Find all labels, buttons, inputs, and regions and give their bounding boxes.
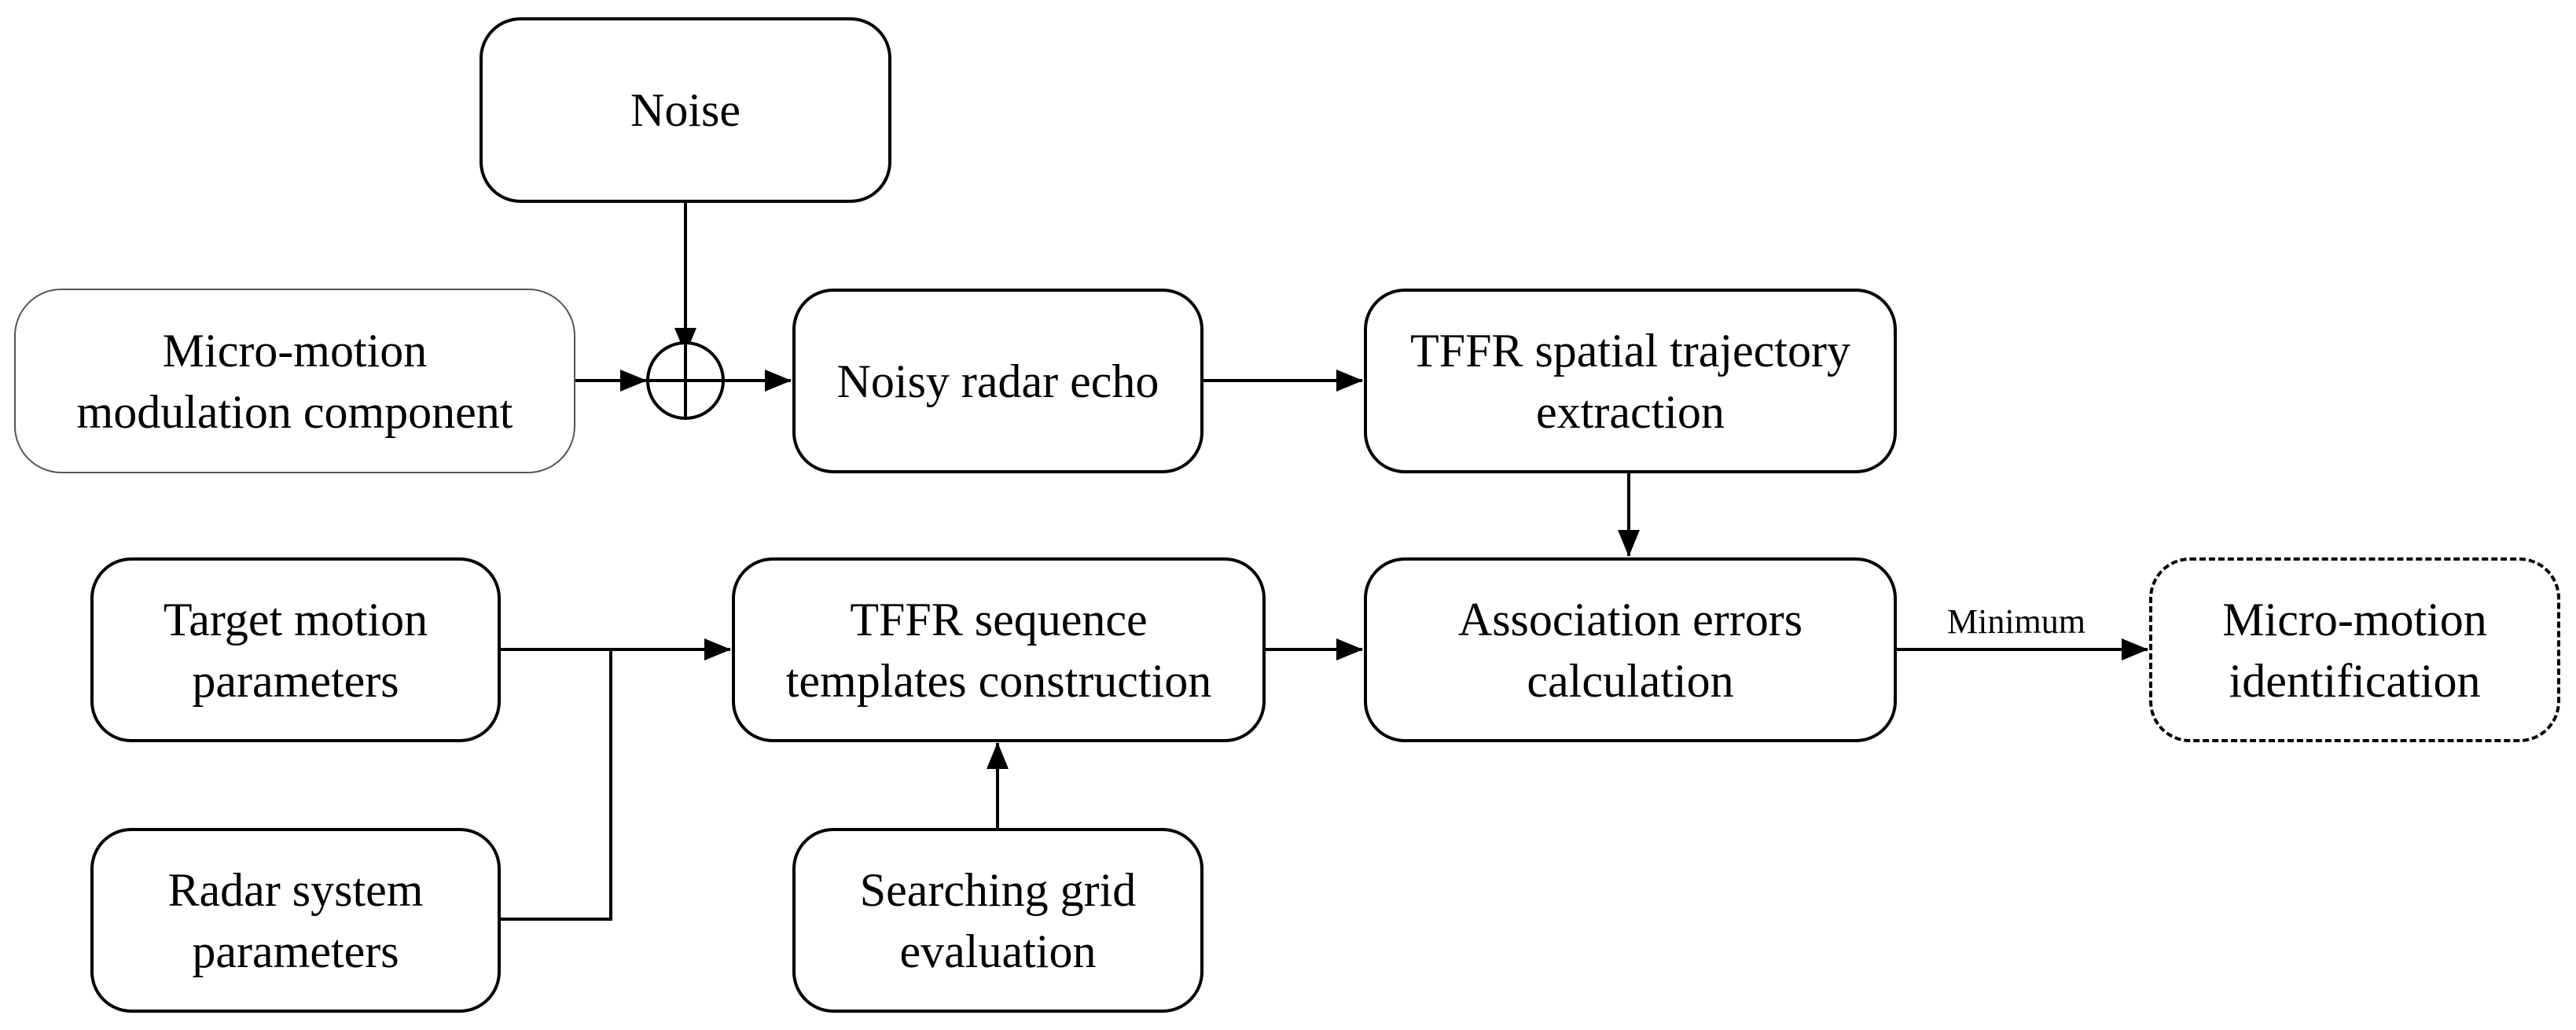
node-searching-grid-evaluation-line-1: Searching grid xyxy=(859,863,1137,916)
node-micro-motion-modulation: Micro-motion modulation component xyxy=(14,289,575,473)
node-association-errors-line-2: calculation xyxy=(1527,654,1734,707)
node-micro-motion-modulation-line-2: modulation component xyxy=(76,385,513,438)
node-target-motion-parameters: Target motion parameters xyxy=(90,557,501,742)
connector-radar-params xyxy=(501,649,612,921)
node-tffr-sequence-templates-line-1: TFFR sequence xyxy=(850,593,1148,646)
node-radar-system-parameters: Radar system parameters xyxy=(90,828,501,1013)
node-target-motion-parameters-line-1: Target motion xyxy=(163,593,428,646)
node-noisy-radar-echo: Noisy radar echo xyxy=(792,289,1203,473)
node-noise: Noise xyxy=(480,17,891,203)
node-tffr-sequence-templates: TFFR sequence templates construction xyxy=(732,557,1266,742)
node-searching-grid-evaluation: Searching grid evaluation xyxy=(792,828,1203,1013)
node-association-errors: Association errors calculation xyxy=(1364,557,1897,742)
node-association-errors-line-1: Association errors xyxy=(1457,593,1803,646)
node-noise-line-1: Noise xyxy=(630,84,740,136)
summing-junction-icon xyxy=(646,341,725,420)
edge-label-minimum: Minimum xyxy=(1946,602,2086,641)
node-radar-system-parameters-line-1: Radar system xyxy=(167,863,424,916)
node-target-motion-parameters-line-2: parameters xyxy=(192,654,399,707)
node-micro-motion-identification-line-2: identification xyxy=(2229,654,2481,707)
node-tffr-spatial-trajectory-line-2: extraction xyxy=(1536,385,1725,438)
node-micro-motion-identification-line-1: Micro-motion xyxy=(2222,593,2487,646)
node-micro-motion-identification: Micro-motion identification xyxy=(2149,557,2560,742)
node-noisy-radar-echo-line-1: Noisy radar echo xyxy=(836,355,1159,407)
node-radar-system-parameters-line-2: parameters xyxy=(192,925,399,977)
node-micro-motion-modulation-line-1: Micro-motion xyxy=(162,324,428,377)
node-tffr-sequence-templates-line-2: templates construction xyxy=(785,654,1212,707)
node-tffr-spatial-trajectory-line-1: TFFR spatial trajectory xyxy=(1410,324,1850,377)
node-searching-grid-evaluation-line-2: evaluation xyxy=(899,925,1097,977)
node-tffr-spatial-trajectory: TFFR spatial trajectory extraction xyxy=(1364,289,1897,473)
